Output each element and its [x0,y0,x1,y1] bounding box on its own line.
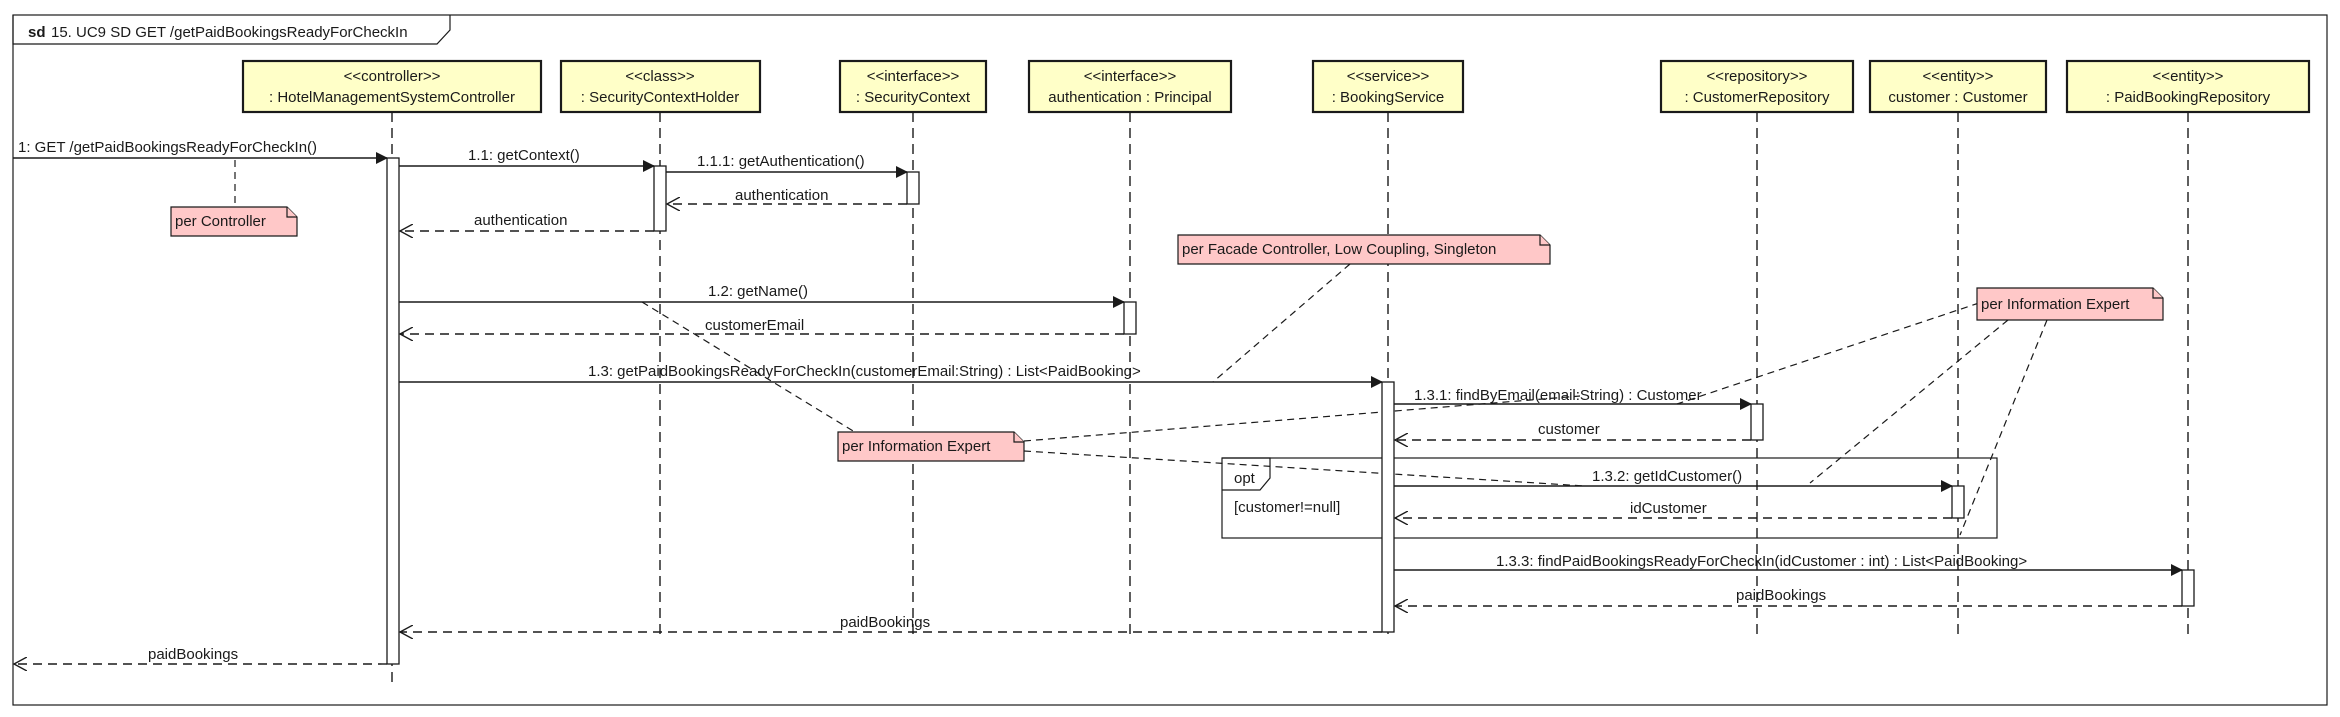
activation-security-context [906,171,920,205]
note-fold [1539,235,1550,246]
participant-name: : SecurityContext [856,89,971,106]
note-shape [170,206,298,237]
note-text: per Information Expert [1981,296,2130,313]
note-text: per Controller [175,213,266,230]
participant-box [1659,59,1855,114]
participant-controller: <<controller>> : HotelManagementSystemCo… [241,59,543,114]
activation-customer [1951,485,1965,519]
return-label: authentication [474,212,567,229]
participant-name: : BookingService [1332,89,1445,106]
note-link-info-expert-right-2 [1809,319,2009,484]
fragment-frame [1221,457,1998,539]
note-facade: per Facade Controller, Low Coupling, Sin… [1177,234,1551,265]
note-text: per Information Expert [842,438,991,455]
participant-box [838,59,988,114]
activation-principal [1123,301,1137,335]
participant-security-context-holder: <<class>> : SecurityContextHolder [559,59,762,114]
participant-stereotype: <<interface>> [1084,68,1177,85]
message-label: 1.1: getContext() [468,147,580,164]
messages: 1: GET /getPaidBookingsReadyForCheckIn()… [13,139,2183,664]
participant-box [1027,59,1233,114]
fragment-tab [1222,457,1271,491]
note-information-expert-left: per Information Expert [837,431,1025,462]
participant-box [241,59,543,114]
note-link-facade [1212,263,1351,383]
participant-booking-service: <<service>> : BookingService [1311,59,1465,114]
return-label: customerEmail [705,317,804,334]
participant-stereotype: <<entity>> [1923,68,1994,85]
participant-name: : CustomerRepository [1684,89,1830,106]
frame-keyword: sd [28,24,46,41]
note-shape [837,431,1025,462]
note-link-info-expert-left-3 [1023,450,1586,487]
participant-customer-repository: <<repository>> : CustomerRepository [1659,59,1855,114]
return-label: authentication [735,187,828,204]
opt-fragment: opt [customer!=null] [1221,457,1998,539]
fragment-operator: opt [1234,470,1256,487]
note-shape [1177,234,1551,265]
note-information-expert-right: per Information Expert [1976,287,2164,321]
message-label: 1.3: getPaidBookingsReadyForCheckIn(cust… [588,363,1141,380]
participant-stereotype: <<repository>> [1707,68,1808,85]
activation-security-context-holder [653,165,667,232]
participant-stereotype: <<controller>> [344,68,441,85]
return-label: customer [1538,421,1600,438]
participant-box [1868,59,2048,114]
participant-box [1311,59,1465,114]
note-fold [2152,288,2163,299]
note-link-info-expert-right-1 [1676,302,1980,405]
frame-title: 15. UC9 SD GET /getPaidBookingsReadyForC… [51,24,408,41]
message-label: 1.2: getName() [708,283,808,300]
message-label: 1.3.2: getIdCustomer() [1592,468,1742,485]
note-link-info-expert-left-2 [1023,395,1581,442]
activations [386,157,2195,665]
note-controller: per Controller [170,206,298,237]
participant-name: : PaidBookingRepository [2106,89,2271,106]
participant-stereotype: <<class>> [625,68,694,85]
activation-paid-booking-repository [2181,569,2195,607]
message-label: 1.3.3: findPaidBookingsReadyForCheckIn(i… [1496,553,2027,570]
participant-stereotype: <<interface>> [867,68,960,85]
message-label: 1: GET /getPaidBookingsReadyForCheckIn() [18,139,317,156]
note-link-info-expert-left-1 [641,301,859,435]
activation-customer-repository [1750,403,1764,441]
return-label: paidBookings [840,614,930,631]
activation-controller [386,157,400,665]
participant-name: : HotelManagementSystemController [269,89,515,106]
message-label: 1.1.1: getAuthentication() [697,153,865,170]
note-link-info-expert-right-3 [1959,319,2048,536]
participant-paid-booking-repository: <<entity>> : PaidBookingRepository [2065,59,2311,114]
message-label: 1.3.1: findByEmail(email:String) : Custo… [1414,387,1702,404]
participant-box [2065,59,2311,114]
participant-name: customer : Customer [1888,89,2027,106]
frame-tab [12,15,451,45]
diagram-frame [12,14,2328,706]
activation-booking-service [1381,381,1395,633]
participant-name: authentication : Principal [1048,89,1211,106]
participant-box [559,59,762,114]
fragment-guard: [customer!=null] [1234,499,1340,516]
return-label: paidBookings [1736,587,1826,604]
note-fold [286,207,297,218]
return-label: idCustomer [1630,500,1707,517]
note-shape [1976,287,2164,321]
participant-name: : SecurityContextHolder [581,89,739,106]
participant-stereotype: <<entity>> [2153,68,2224,85]
participant-principal: <<interface>> authentication : Principal [1027,59,1233,114]
participant-customer: <<entity>> customer : Customer [1868,59,2048,114]
note-text: per Facade Controller, Low Coupling, Sin… [1182,241,1496,258]
participant-security-context: <<interface>> : SecurityContext [838,59,988,114]
note-links [234,160,2048,536]
participant-stereotype: <<service>> [1347,68,1430,85]
return-label: paidBookings [148,646,238,663]
note-fold [1013,432,1024,443]
